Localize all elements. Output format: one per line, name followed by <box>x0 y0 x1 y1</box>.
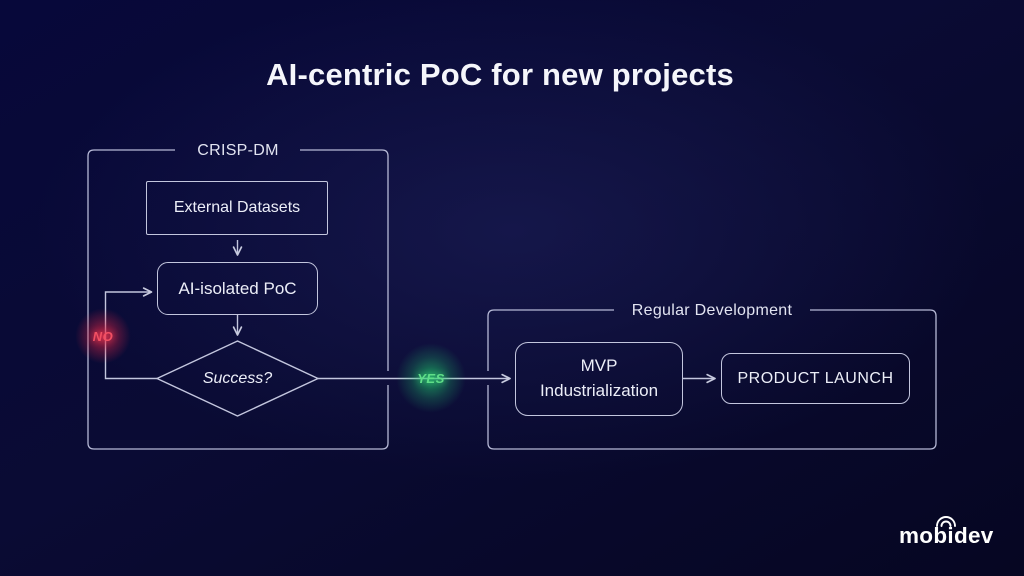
mobidev-logo: mobidev <box>899 514 1015 554</box>
regular-development-group-label: Regular Development <box>631 302 793 319</box>
node-mvp-industrialization: MVP Industrialization <box>515 342 683 416</box>
node-success-label: Success? <box>202 369 273 387</box>
node-label-line2: Industrialization <box>539 381 659 400</box>
node-label-line1: MVP <box>580 356 618 376</box>
edge-label-no: NO <box>92 329 114 344</box>
edge-label-yes: YES <box>417 371 445 386</box>
crisp-dm-group-label: CRISP-DM <box>197 142 279 159</box>
node-label: PRODUCT LAUNCH <box>737 369 894 387</box>
node-external-datasets: External Datasets <box>146 181 328 235</box>
crisp-dm-group-border <box>87 149 389 450</box>
regular-development-group-border <box>487 309 937 450</box>
node-ai-isolated-poc: AI-isolated PoC <box>157 262 318 315</box>
success-diamond-shape <box>155 340 320 417</box>
node-label: AI-isolated PoC <box>178 278 297 298</box>
logo-text: mobidev <box>899 523 994 548</box>
node-product-launch: PRODUCT LAUNCH <box>721 353 910 404</box>
wifi-signal-icon <box>936 516 956 527</box>
node-label: External Datasets <box>173 199 301 216</box>
page-title: AI-centric PoC for new projects <box>266 57 734 92</box>
